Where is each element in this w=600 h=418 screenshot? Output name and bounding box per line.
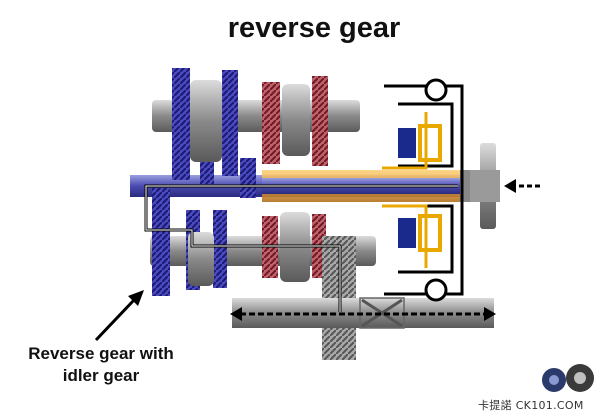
output-arrow-icon (230, 307, 496, 321)
callout-line-2: idler gear (62, 366, 140, 385)
watermark-text: 卡提諾 CK101.COM (478, 399, 584, 412)
reverse-gear-callout: Reverse gear with idler gear (6, 343, 196, 387)
page-title: reverse gear (227, 12, 401, 44)
clutch-housing (382, 78, 464, 302)
watermark-logo-icon (542, 364, 594, 392)
input-arrow-icon (504, 179, 540, 193)
power-flow-path (144, 184, 458, 312)
callout-line-1: Reverse gear with (28, 344, 174, 363)
callout-arrow-icon (94, 290, 144, 342)
output-flange (470, 143, 500, 229)
